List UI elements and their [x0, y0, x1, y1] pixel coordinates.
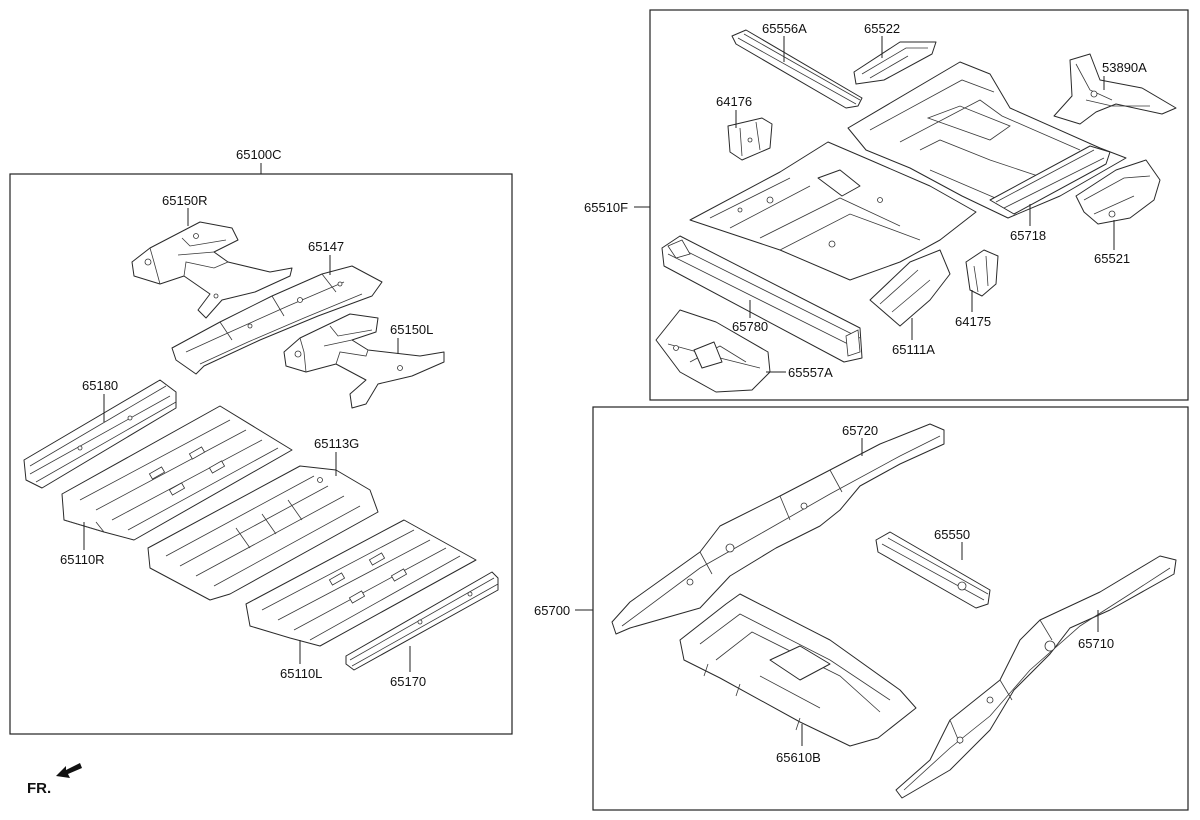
label-65718: 65718 [1010, 228, 1046, 243]
part-65150R [131, 221, 293, 319]
part-65557A [655, 309, 771, 393]
rear-member-assembly-frame [592, 406, 1189, 811]
part-65521 [1075, 159, 1161, 225]
part-65710 [895, 555, 1177, 799]
part-65150L [283, 313, 445, 409]
front-direction-label: FR. [27, 780, 51, 797]
front-direction-indicator: FR. [27, 763, 82, 797]
label-53890A: 53890A [1102, 60, 1147, 75]
part-65780 [661, 235, 863, 363]
part-65718 [989, 145, 1111, 215]
label-65550: 65550 [934, 527, 970, 542]
label-65556A: 65556A [762, 21, 807, 36]
label-65510F: 65510F [584, 200, 628, 215]
label-65150L: 65150L [390, 322, 433, 337]
label-65110L: 65110L [280, 666, 322, 681]
part-65556A [731, 29, 863, 109]
label-65700: 65700 [534, 603, 570, 618]
part-65720 [611, 423, 945, 635]
label-65557A: 65557A [788, 365, 833, 380]
part-65550 [875, 531, 991, 609]
part-65111A [869, 249, 951, 327]
label-65522: 65522 [864, 21, 900, 36]
label-64176: 64176 [716, 94, 752, 109]
part-65110L [245, 519, 477, 647]
label-65113G: 65113G [314, 436, 359, 451]
label-65111A: 65111A [892, 342, 935, 357]
label-65710: 65710 [1078, 636, 1114, 651]
part-65610B [679, 593, 917, 747]
labels: 65100C 65150R 65147 65150L 65180 65113G … [60, 21, 1147, 765]
label-65100C: 65100C [236, 147, 282, 162]
label-65147: 65147 [308, 239, 344, 254]
label-65610B: 65610B [776, 750, 821, 765]
part-65147 [171, 265, 383, 375]
label-65110R: 65110R [60, 552, 105, 567]
label-65780: 65780 [732, 319, 768, 334]
part-65110R [61, 405, 293, 541]
rear-floor-assembly-frame [649, 9, 1189, 401]
label-65720: 65720 [842, 423, 878, 438]
part-64175 [965, 249, 999, 297]
arrow-left-icon [56, 763, 82, 778]
label-65170: 65170 [390, 674, 426, 689]
label-64175: 64175 [955, 314, 991, 329]
label-65521: 65521 [1094, 251, 1130, 266]
part-65170 [345, 571, 499, 671]
part-53890A [1053, 53, 1177, 125]
part-65180 [23, 379, 177, 489]
part-65522 [853, 41, 937, 85]
part-65113G [147, 465, 379, 601]
label-65180: 65180 [82, 378, 118, 393]
label-65150R: 65150R [162, 193, 208, 208]
part-64176 [727, 117, 773, 161]
